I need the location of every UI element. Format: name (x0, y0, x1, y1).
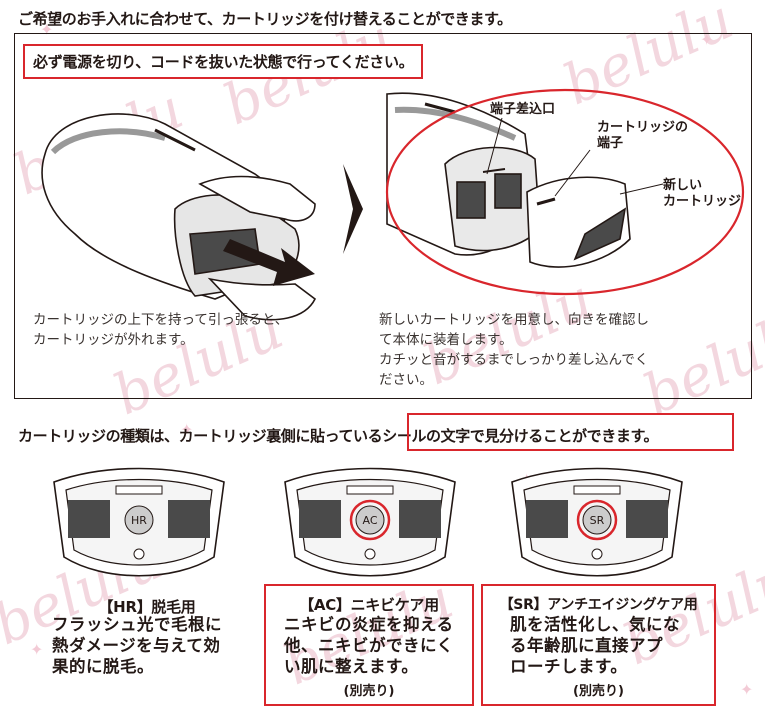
power-off-warning: 必ず電源を切り、コードを抜いた状態で行ってください。 (23, 44, 423, 79)
ac-sticker-code: AC (362, 514, 377, 527)
step1-caption: カートリッジの上下を持って引っ張ると、カートリッジが外れます。 (33, 310, 288, 350)
ac-description: ニキビの炎症を抑える他、ニキビができにくい肌に整えます。 (284, 614, 454, 677)
device-attach-illustration (387, 93, 630, 267)
cartridge-back-sr: SR (502, 462, 692, 582)
sr-sold-separately: (別売り) (481, 680, 716, 699)
cartridge-terminal-label: カートリッジの端子 (597, 120, 688, 152)
device-remove-illustration (42, 114, 315, 320)
hr-sticker-code: HR (131, 514, 147, 527)
header-note: ご希望のお手入れに合わせて、カートリッジを付け替えることができます。 (18, 8, 512, 29)
ac-sold-separately: (別売り) (264, 680, 474, 699)
ac-title: 【AC】ニキビケア用 (264, 594, 474, 615)
chevron-right-icon (343, 164, 363, 254)
cartridge-back-ac: AC (275, 462, 465, 582)
star-icon: ✦ (30, 640, 43, 659)
sr-sticker-code: SR (590, 514, 605, 527)
instruction-panel: 必ず電源を切り、コードを抜いた状態で行ってください。 端子差込口 カートリッジの… (14, 33, 752, 399)
cartridge-back-hr: HR (44, 462, 234, 582)
sr-title: 【SR】アンチエイジングケア用 (481, 594, 716, 614)
sticker-text-highlight (407, 413, 734, 451)
step2-caption: 新しいカートリッジを用意し、向きを確認して本体に装着します。カチッと音がするまで… (379, 310, 649, 390)
terminal-slot-label: 端子差込口 (490, 102, 555, 118)
hr-description: フラッシュ光で毛根に熱ダメージを与えて効果的に脱毛。 (52, 614, 222, 677)
sr-description: 肌を活性化し、気になる年齢肌に直接アプローチします。 (510, 614, 680, 677)
star-icon: ✦ (740, 680, 753, 699)
new-cartridge-label: 新しいカートリッジ (663, 178, 741, 210)
